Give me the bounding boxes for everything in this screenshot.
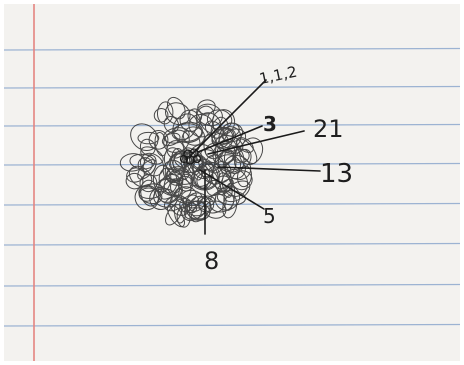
scribble-loop (192, 163, 220, 190)
ruled-line (4, 202, 460, 206)
scribble-loop (134, 184, 160, 211)
scribble-loop (179, 198, 193, 213)
scribble-loop (218, 172, 233, 198)
scribble-loop (130, 123, 159, 151)
scribble-loop (139, 152, 165, 177)
label-three: 3 (263, 112, 277, 136)
scribble-loop (172, 113, 198, 141)
ruled-line (4, 123, 460, 127)
scribble-loop (137, 131, 160, 145)
label-twentyone: 21 (313, 115, 344, 143)
scribble-loop (171, 123, 203, 142)
scribble-loop (222, 194, 238, 219)
scribble-loop (215, 135, 244, 155)
label-five: 5 (263, 204, 276, 228)
ruled-line (4, 162, 460, 166)
sketch-canvas: 1,1,2 3 21 13 5 8 (4, 4, 460, 361)
scribble-loop (195, 103, 223, 127)
label-thirteen: 13 (320, 159, 353, 189)
scribbled-loop-cluster (119, 96, 264, 228)
scribble-loop (204, 142, 225, 160)
pointer-line-three (197, 125, 263, 153)
scribble-loop (138, 187, 163, 205)
scribble-loop (163, 116, 180, 133)
scribble-loop (169, 194, 191, 216)
ruled-line (4, 283, 460, 287)
pointer-line-five (199, 169, 265, 210)
center-knot (179, 148, 202, 165)
pointer-line-thirteen (217, 166, 321, 172)
scribble-loop (191, 153, 204, 181)
pointer-line-twentyone (207, 130, 305, 155)
scribble-loop (161, 132, 181, 147)
scribble-loop (149, 186, 173, 211)
scribble-loop (162, 159, 185, 184)
scribble-loop (210, 116, 229, 144)
pointer-lines (191, 79, 321, 235)
scribble-loop (137, 159, 157, 180)
scribble-loop (182, 200, 197, 214)
lined-paper: 1,1,2 3 21 13 5 8 (4, 4, 460, 361)
scribble-loop (129, 153, 155, 170)
label-top: 1,1,2 (258, 63, 299, 89)
scribble-loop (221, 168, 249, 197)
scribble-loop (153, 188, 178, 208)
scribble-loop (125, 172, 144, 190)
ruled-line (4, 323, 460, 327)
ruled-line (4, 242, 460, 246)
label-eight: 8 (204, 247, 219, 275)
scribble-loop (176, 206, 191, 228)
scribble-loop (200, 149, 219, 164)
scribble-loop (236, 138, 258, 165)
ruled-line (4, 85, 460, 89)
scribble-loop (206, 109, 233, 131)
scribble-loop (237, 165, 252, 188)
scribble-loop (177, 175, 194, 192)
scribble-loop (154, 132, 168, 157)
scribble-loop (148, 129, 169, 150)
scribble-loop (126, 167, 145, 183)
ruled-line (4, 47, 460, 51)
scribble-loop (182, 126, 205, 146)
scribble-loop (179, 173, 194, 189)
scribble-loop (154, 177, 180, 203)
pointer-line-top (191, 79, 267, 155)
scribble-loop (166, 203, 186, 228)
scribble-loop (199, 112, 222, 134)
scribble-loop (165, 102, 191, 126)
ruled-lines (4, 47, 460, 327)
